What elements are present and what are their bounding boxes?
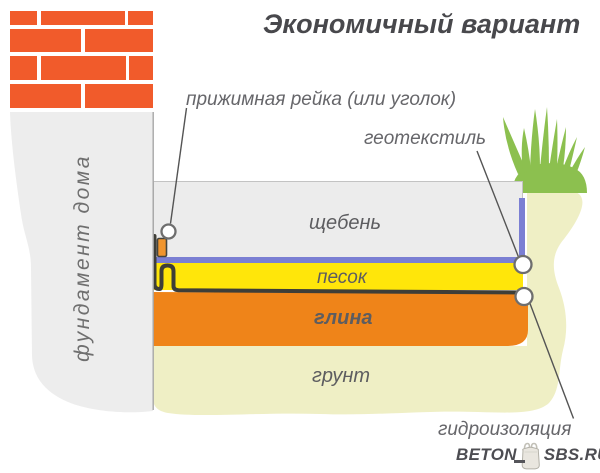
gravel-layer-label: щебень (309, 212, 382, 234)
waterproofing-callout-label: гидроизоляция (438, 419, 572, 440)
watermark-hyphen (513, 460, 525, 463)
sand-layer-label: песок (317, 267, 367, 288)
cement-bag-icon (513, 441, 543, 471)
cement-bag-icon-graphic (521, 442, 540, 470)
soil-layer-label: грунт (312, 365, 370, 387)
foundation-label: фундамент дома (71, 154, 94, 362)
geotextile-callout-label: геотекстиль (364, 128, 487, 149)
clay-layer (153, 292, 528, 346)
waterproofing-pointer-line (529, 303, 575, 419)
diagram-title: Экономичный вариант (263, 9, 581, 39)
pointer-markers (160, 223, 534, 307)
batten-callout-label: прижимная рейка (или уголок) (186, 89, 457, 110)
geotextile-sheet (153, 198, 525, 268)
gravel-layer (153, 181, 523, 262)
clamping-batten (156, 237, 168, 258)
grass (503, 107, 587, 193)
geotextile-marker (513, 254, 533, 275)
batten-pointer-line (169, 107, 188, 224)
foundation-shape (10, 112, 153, 413)
clay-layer-label: глина (314, 307, 373, 329)
brick-wall (10, 11, 153, 108)
watermark-brand-left: BETON (456, 445, 517, 464)
waterproofing-marker (514, 286, 534, 307)
sand-layer (153, 261, 523, 290)
pointer-lines (169, 107, 575, 419)
batten-marker (160, 223, 177, 240)
waterproofing-membrane (152, 234, 522, 295)
watermark-brand-right: SBS.RU (543, 445, 600, 464)
watermark: BETON SBS.RU (456, 441, 600, 471)
geotextile-pointer-line (476, 150, 520, 258)
soil-layer (153, 187, 583, 416)
